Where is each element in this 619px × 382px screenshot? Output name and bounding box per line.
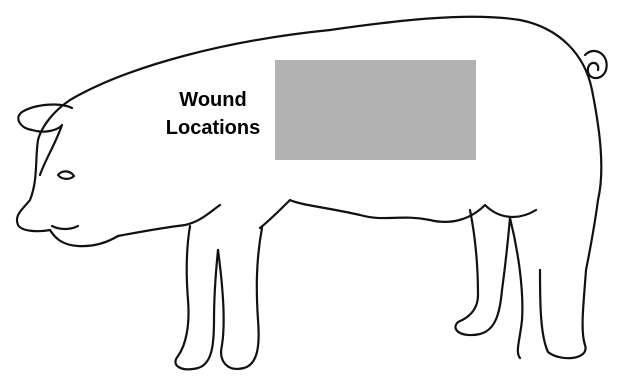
wound-label-line2: Locations: [148, 114, 278, 142]
pig-head-outline: [17, 100, 118, 246]
wound-label-line1: Wound: [148, 86, 278, 114]
wound-locations-label: Wound Locations: [148, 86, 278, 142]
pig-rear-leg-left: [455, 210, 510, 335]
pig-eye: [58, 171, 74, 179]
pig-tail: [585, 51, 607, 78]
pig-front-leg-left: [175, 226, 218, 369]
pig-front-leg-right: [218, 228, 262, 369]
pig-ear-outline: [18, 105, 72, 175]
wound-location-area: [275, 60, 476, 160]
pig-rear-leg-right: [510, 218, 522, 358]
pig-mouth: [52, 226, 78, 229]
